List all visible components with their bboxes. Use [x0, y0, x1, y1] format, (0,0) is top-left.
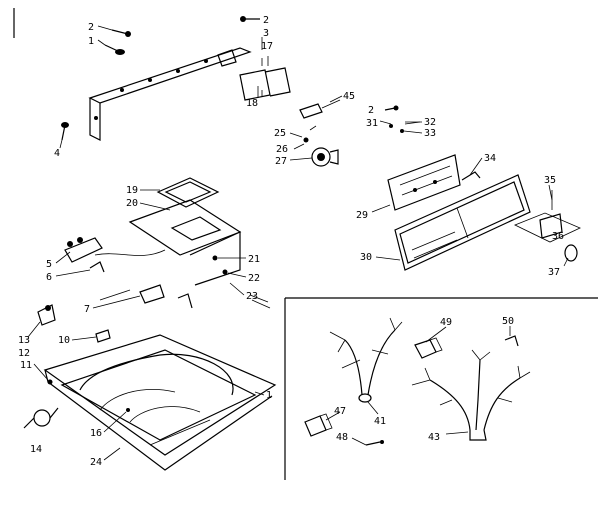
part-14-hose-clamp	[23, 407, 59, 429]
part-10	[95, 329, 111, 343]
screw-2-top	[111, 29, 131, 37]
callout: 35	[544, 175, 556, 186]
callout: 36	[552, 231, 564, 242]
callout: 13	[18, 335, 30, 346]
cabinet-top	[43, 334, 277, 471]
part-16-24	[126, 408, 130, 412]
callout: 48	[336, 432, 348, 443]
timer-knob-27	[303, 125, 339, 167]
callout: 4	[54, 148, 60, 159]
callout: 37	[548, 267, 560, 278]
console-trim-bar	[88, 47, 252, 141]
callout: 7	[84, 304, 90, 315]
callout: 25	[274, 128, 286, 139]
callout: 29	[356, 210, 368, 221]
callout: 2	[368, 105, 374, 116]
callout: 41	[374, 416, 386, 427]
callout: 1	[88, 36, 94, 47]
callout: 19	[126, 185, 138, 196]
callout: 43	[428, 432, 440, 443]
callout: 27	[275, 156, 287, 167]
callout: 18	[246, 98, 258, 109]
callout: 12	[18, 348, 30, 359]
callout: 47	[334, 406, 346, 417]
part-45	[299, 99, 341, 119]
parts-12-13	[37, 304, 56, 326]
hinge-5-6	[64, 237, 166, 273]
callout: 3	[263, 28, 269, 39]
part-35-36	[514, 190, 581, 243]
callout: 24	[90, 457, 102, 468]
part-47	[304, 413, 333, 437]
callout: 32	[424, 117, 436, 128]
callout: 14	[30, 444, 42, 455]
part-34	[461, 171, 481, 181]
callout: 2	[263, 15, 269, 26]
callout: 5	[46, 259, 52, 270]
callout: 1	[266, 390, 272, 401]
callout: 2	[88, 22, 94, 33]
part-50	[504, 335, 519, 347]
callout: 33	[424, 128, 436, 139]
callout: 17	[261, 41, 273, 52]
screw-2-right	[240, 16, 260, 22]
connector-49	[414, 337, 443, 359]
part-4-screw	[61, 122, 69, 141]
parts-21-23	[212, 255, 271, 309]
part-11	[47, 379, 53, 385]
bracket-17-18	[217, 49, 291, 101]
screw-1-top	[104, 44, 125, 55]
knob-37	[564, 244, 578, 262]
wire-harness-41	[329, 317, 403, 403]
console-panel-30	[394, 174, 531, 271]
callout: 26	[276, 144, 288, 155]
callout: 20	[126, 198, 138, 209]
callout: 21	[248, 254, 260, 265]
callout: 16	[90, 428, 102, 439]
lid-frame-19	[156, 177, 220, 208]
callout: 45	[343, 91, 355, 102]
screws-31-33	[384, 105, 421, 133]
callout-labels: 2 1 2 3 17 18 4 45 2 31 32 33 25 26 27 3…	[18, 15, 564, 468]
switch-plate-29	[387, 154, 461, 211]
leader-lines	[27, 25, 569, 461]
callout: 23	[246, 291, 258, 302]
callout: 31	[366, 118, 378, 129]
wiring-inset-frame	[284, 297, 598, 480]
top-cover-20	[128, 199, 242, 286]
callout: 30	[360, 252, 372, 263]
part-48	[365, 440, 384, 446]
callout: 49	[440, 317, 452, 328]
wire-harness-43	[411, 349, 531, 441]
callout: 10	[58, 335, 70, 346]
callout: 11	[20, 360, 32, 371]
callout: 22	[248, 273, 260, 284]
part-7-bracket	[99, 284, 193, 309]
callout: 6	[46, 272, 52, 283]
callout: 34	[484, 153, 496, 164]
callout: 50	[502, 316, 514, 327]
